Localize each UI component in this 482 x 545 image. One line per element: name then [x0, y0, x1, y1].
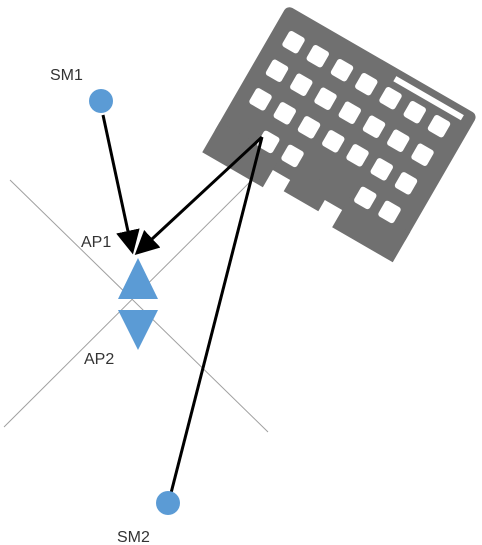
sm1-node [89, 89, 113, 113]
ap2-label: AP2 [84, 351, 114, 368]
ap1-label: AP1 [81, 234, 111, 251]
sm2-node [156, 491, 180, 515]
sm2-label: SM2 [117, 529, 150, 545]
ap2-triangle [118, 310, 158, 350]
sm1-label: SM1 [50, 67, 83, 84]
building-icon [202, 7, 476, 263]
guide-line-a [9, 179, 269, 433]
link-building-to-sm2 [168, 136, 264, 498]
ap1-triangle [118, 258, 158, 299]
arrow-building-to-ap1 [134, 135, 264, 256]
arrow-sm1-to-ap1 [101, 114, 140, 255]
